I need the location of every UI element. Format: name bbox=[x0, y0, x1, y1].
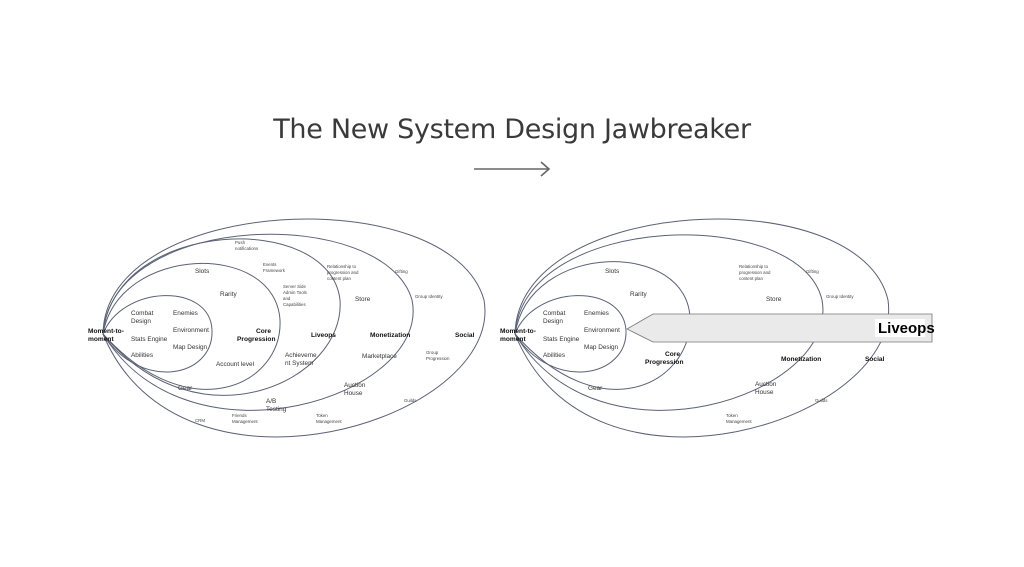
left-label-group-progression-2: Progression bbox=[426, 356, 450, 361]
right-label-group-identity: Group Identity bbox=[826, 294, 854, 299]
left-label-relationship-2: progression and bbox=[327, 270, 359, 275]
left-label-server-3: and bbox=[283, 296, 291, 301]
right-label-abilities: Abilities bbox=[543, 352, 565, 359]
left-label-group-identity: Group Identity bbox=[415, 294, 443, 299]
right-label-enemies: Enemies bbox=[584, 310, 609, 317]
right-ring-monetization bbox=[514, 234, 824, 411]
right-label-liveops-callout: Liveops bbox=[878, 320, 935, 337]
left-label-push-2: notifications bbox=[235, 246, 259, 251]
left-ring-liveops bbox=[102, 238, 341, 396]
left-label-crm: CRM bbox=[195, 418, 205, 423]
right-arrow-icon bbox=[474, 161, 551, 177]
left-label-friends-1: Friends bbox=[232, 413, 247, 418]
left-label-server-2: Admin Tools bbox=[283, 290, 308, 295]
left-label-moment-1: Moment-to- bbox=[88, 328, 124, 335]
liveops-callout: Liveops bbox=[626, 313, 935, 343]
right-label-core-1: Core bbox=[665, 351, 680, 358]
left-label-combat-1: Combat bbox=[131, 310, 154, 317]
left-ring-social bbox=[102, 218, 486, 438]
left-label-token-2: Management bbox=[316, 419, 342, 424]
right-label-gear: Gear bbox=[588, 385, 603, 392]
left-diagram: Moment-to- moment Combat Design Stats En… bbox=[88, 218, 486, 438]
left-label-account-level: Account level bbox=[216, 361, 254, 368]
left-label-auction-2: House bbox=[344, 390, 363, 397]
right-label-relationship-2: progression and bbox=[739, 270, 771, 275]
left-label-relationship-3: content plan bbox=[327, 276, 351, 281]
left-ring-monetization bbox=[102, 233, 414, 411]
left-label-push-1: Push bbox=[235, 240, 246, 245]
left-label-events-1: Events bbox=[263, 262, 277, 267]
left-label-core-1: Core bbox=[256, 328, 271, 335]
left-label-achievement-1: Achieveme bbox=[285, 352, 317, 359]
left-label-group-progression-1: Group bbox=[426, 350, 439, 355]
left-label-store: Store bbox=[355, 296, 371, 303]
left-label-marketplace: Marketplace bbox=[362, 353, 397, 360]
right-label-relationship-3: content plan bbox=[739, 276, 763, 281]
left-label-relationship-1: Relationship to bbox=[327, 264, 357, 269]
right-label-map-design: Map Design bbox=[584, 344, 619, 351]
right-label-stats-engine: Stats Engine bbox=[543, 336, 580, 343]
right-label-relationship-1: Relationship to bbox=[739, 264, 769, 269]
left-label-gifting: Gifting bbox=[395, 269, 408, 274]
left-label-combat-2: Design bbox=[131, 318, 151, 325]
right-ring-moment bbox=[514, 295, 627, 373]
right-label-moment-2: moment bbox=[500, 336, 526, 343]
right-label-auction-2: House bbox=[755, 389, 774, 396]
left-label-ab-1: A/B bbox=[266, 398, 276, 405]
left-ring-core bbox=[102, 262, 281, 390]
left-label-guilds: Guilds bbox=[404, 398, 417, 403]
right-label-core-2: Progression bbox=[645, 359, 683, 366]
right-label-monetization: Monetization bbox=[781, 356, 821, 363]
left-ring-moment bbox=[102, 295, 213, 373]
right-label-guilds: Guilds bbox=[815, 398, 828, 403]
right-ring-social bbox=[514, 218, 890, 438]
left-label-social: Social bbox=[455, 332, 475, 339]
left-label-abilities: Abilities bbox=[131, 352, 153, 359]
left-label-events-2: Framework bbox=[263, 268, 286, 273]
right-label-auction-1: Auction bbox=[755, 381, 777, 388]
right-label-combat-1: Combat bbox=[543, 310, 566, 317]
left-label-environment: Environment bbox=[173, 327, 209, 334]
left-label-rarity: Rarity bbox=[220, 291, 237, 298]
right-label-gifting: Gifting bbox=[806, 269, 819, 274]
left-label-slots: Slots bbox=[195, 268, 209, 275]
slide-title: The New System Design Jawbreaker bbox=[273, 114, 751, 145]
left-label-server-1: Server Side bbox=[283, 284, 306, 289]
left-label-friends-2: Management bbox=[232, 419, 258, 424]
left-label-gear: Gear bbox=[178, 385, 193, 392]
right-label-store: Store bbox=[766, 296, 782, 303]
left-label-core-2: Progression bbox=[237, 336, 275, 343]
left-label-moment-2: moment bbox=[88, 336, 114, 343]
right-label-moment-1: Moment-to- bbox=[500, 328, 536, 335]
left-label-monetization: Monetization bbox=[370, 332, 410, 339]
left-label-server-4: Capabilities bbox=[283, 302, 307, 307]
right-label-token-2: Management bbox=[726, 419, 752, 424]
left-label-liveops: Liveops bbox=[311, 332, 336, 339]
left-label-map-design: Map Design bbox=[173, 344, 208, 351]
right-label-environment: Environment bbox=[584, 327, 620, 334]
left-label-achievement-2: nt System bbox=[285, 360, 313, 367]
left-label-ab-2: Testing bbox=[266, 406, 287, 413]
right-label-slots: Slots bbox=[605, 268, 619, 275]
right-label-combat-2: Design bbox=[543, 318, 563, 325]
right-label-token-1: Token bbox=[726, 413, 738, 418]
left-label-stats-engine: Stats Engine bbox=[131, 336, 168, 343]
right-diagram: Liveops Moment-to- moment Combat Design … bbox=[500, 218, 935, 438]
right-label-social: Social bbox=[865, 356, 885, 363]
left-label-auction-1: Auction bbox=[344, 382, 366, 389]
right-label-rarity: Rarity bbox=[630, 291, 647, 298]
left-label-token-1: Token bbox=[316, 413, 328, 418]
left-label-enemies: Enemies bbox=[173, 310, 198, 317]
